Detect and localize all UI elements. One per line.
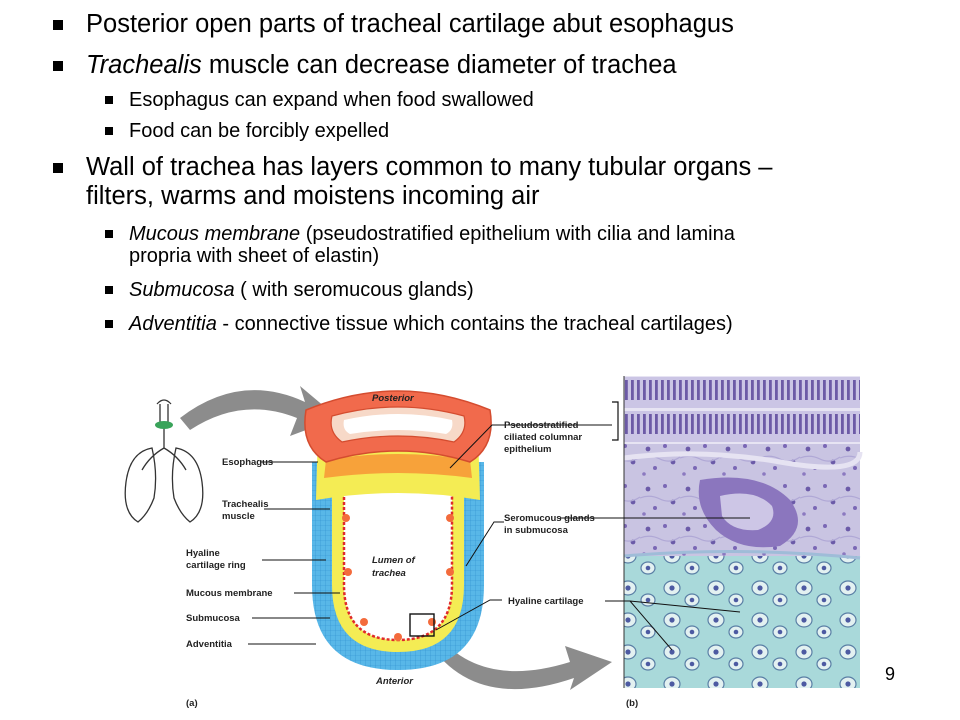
lumen-label: trachea [372, 568, 406, 579]
bullet-square-icon [105, 96, 113, 104]
hyaline-cartilage-label: Hyaline cartilage [508, 596, 584, 607]
pseudostratified-label: ciliated columnar [504, 432, 582, 443]
hyaline-ring-label: cartilage ring [186, 560, 246, 571]
bullet-1: Posterior open parts of tracheal cartila… [53, 10, 734, 39]
arrow-top-icon [180, 386, 338, 436]
bullet-square-icon [53, 20, 63, 30]
bullet-text: Submucosa ( with seromucous glands) [129, 279, 474, 301]
bullet-square-icon [105, 230, 113, 238]
adventitia-label: Adventitia [186, 639, 233, 650]
bullet-text: Esophagus can expand when food swallowed [129, 89, 534, 111]
bullet-text: Food can be forcibly expelled [129, 120, 390, 142]
page-number: 9 [885, 664, 896, 684]
bullet-square-icon [53, 61, 63, 71]
bullet-3: Wall of trachea has layers common to man… [53, 153, 772, 211]
panel-b-label: (b) [626, 698, 638, 709]
trachealis-label: Trachealis [222, 499, 268, 510]
bullet-square-icon [105, 127, 113, 135]
trachealis-label: muscle [222, 511, 255, 522]
pseudostratified-label: Pseudostratified [504, 420, 579, 431]
mucous-membrane-label: Mucous membrane [186, 588, 273, 599]
bullet-2-2: Food can be forcibly expelled [105, 120, 389, 142]
panel-a-label: (a) [186, 698, 198, 709]
bullet-square-icon [105, 286, 113, 294]
trachea-cross-section [304, 390, 492, 670]
bullet-text: Adventitia - connective tissue which con… [129, 313, 733, 335]
bullet-3-1: Mucous membrane (pseudostratified epithe… [105, 223, 735, 267]
bullet-3-3: Adventitia - connective tissue which con… [105, 313, 733, 335]
seromucous-glands-label: in submucosa [504, 525, 569, 536]
bullet-text: Wall of trachea has layers common to man… [86, 153, 773, 210]
bullet-text: Posterior open parts of tracheal cartila… [86, 10, 734, 38]
hyaline-ring-label: Hyaline [186, 548, 220, 559]
zoom-box [409, 613, 435, 637]
bullet-square-icon [53, 163, 63, 173]
bullet-text: Mucous membrane (pseudostratified epithe… [129, 223, 735, 267]
arrow-bottom-icon [428, 632, 612, 690]
submucosa-label: Submucosa [186, 613, 241, 624]
lumen-label: Lumen of [372, 555, 416, 566]
bullet-2: Trachealis muscle can decrease diameter … [53, 51, 677, 80]
esophagus-label: Esophagus [222, 457, 273, 468]
bullet-2-1: Esophagus can expand when food swallowed [105, 89, 534, 111]
histology-micrograph [623, 376, 863, 688]
bullet-square-icon [105, 320, 113, 328]
trachea-highlight [155, 421, 173, 429]
bullet-3-2: Submucosa ( with seromucous glands) [105, 279, 474, 301]
seromucous-glands-label: Seromucous glands [504, 513, 595, 524]
bullet-text: Trachealis muscle can decrease diameter … [86, 51, 677, 79]
anterior-label: Anterior [375, 676, 414, 687]
posterior-label: Posterior [372, 393, 415, 404]
pseudostratified-label: epithelium [504, 444, 552, 455]
